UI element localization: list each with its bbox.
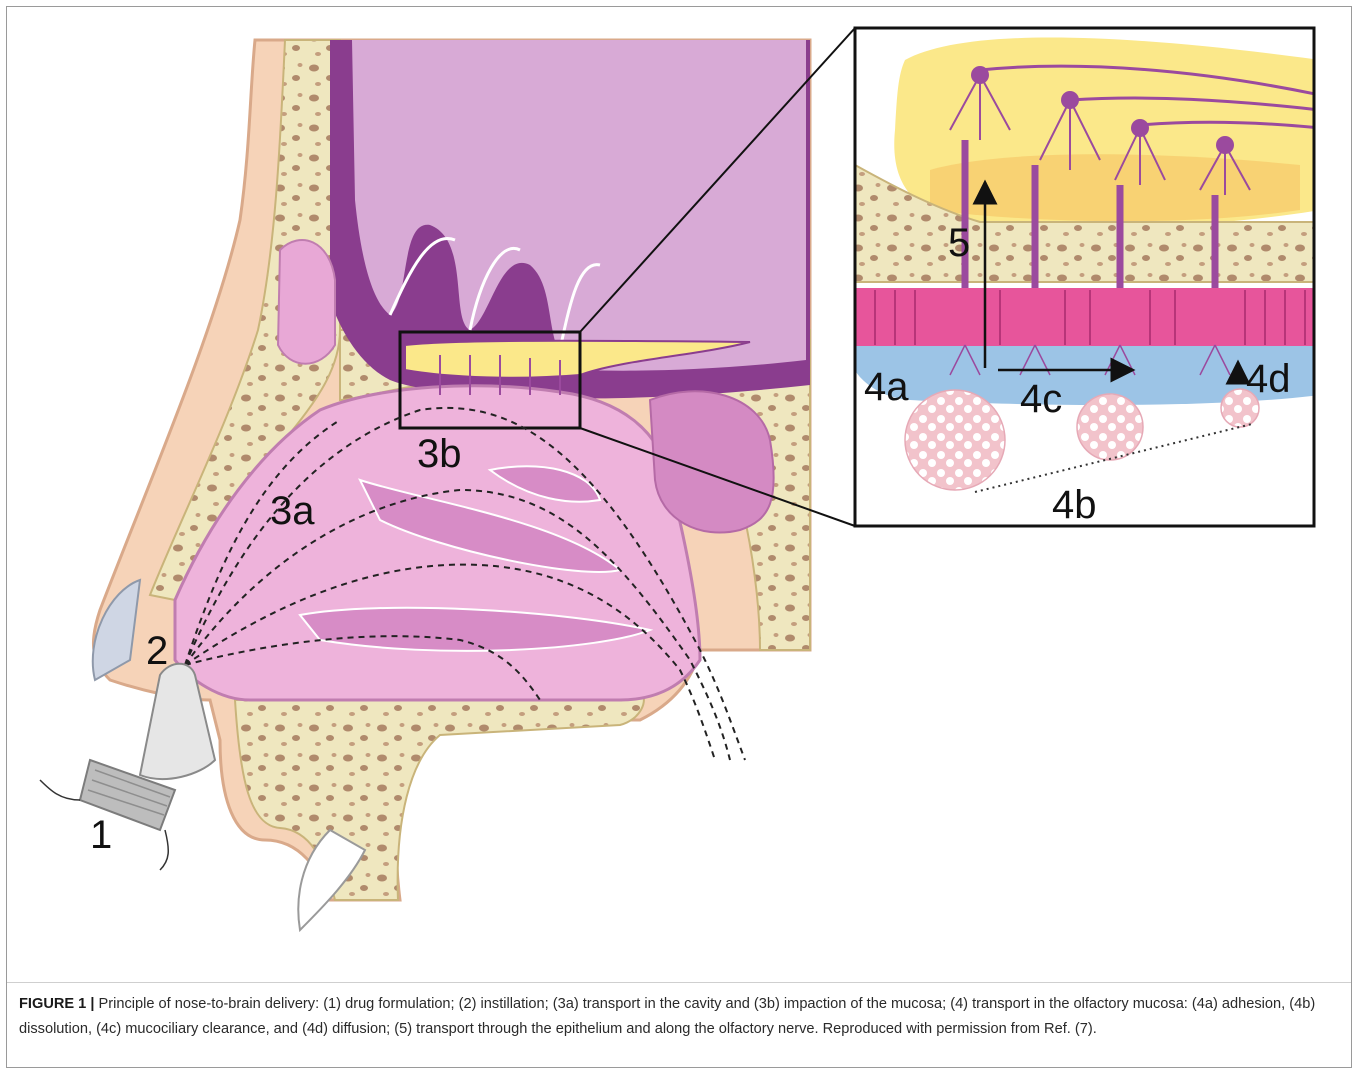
label-2: 2 [146,629,168,673]
figure-caption: FIGURE 1 | Principle of nose-to-brain de… [19,992,1339,1042]
palate-bone [235,690,644,900]
spray-bottle [40,664,215,870]
particle-large [905,390,1005,490]
label-5: 5 [948,221,970,265]
caption-separator [7,982,1351,983]
particle-medium [1077,394,1143,460]
label-3a: 3a [270,489,315,533]
label-3b: 3b [417,432,462,476]
label-4c: 4c [1020,377,1062,421]
inset-panel [855,28,1320,526]
nose-to-brain-diagram: 1 2 3a 3b 4a 4b 4c 4d 5 [0,0,1358,980]
sphenoid-sinus [650,391,774,532]
label-4b: 4b [1052,483,1097,527]
head-section [40,28,855,930]
frontal-sinus [278,240,335,364]
label-1: 1 [90,813,112,857]
caption-text: Principle of nose-to-brain delivery: (1)… [19,996,1315,1037]
label-4d: 4d [1246,357,1291,401]
label-4a: 4a [864,365,909,409]
caption-label: FIGURE 1 | [19,996,94,1012]
